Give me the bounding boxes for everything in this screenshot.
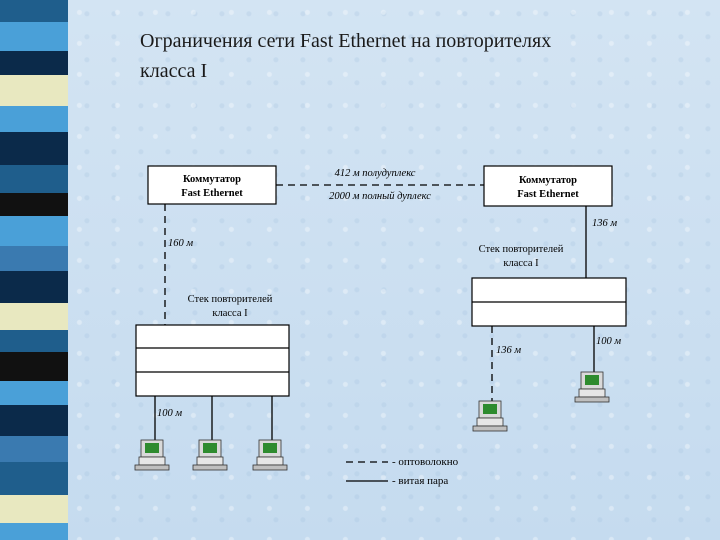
right-pc2-length-label: 100 м [596, 336, 621, 347]
decorative-stripe-bar [0, 0, 68, 540]
link-half-duplex-label: 412 м полудуплекс [335, 168, 416, 179]
switch-left-line1: Коммутатор [183, 174, 241, 185]
computer-icon [574, 371, 610, 403]
switch-left-line2: Fast Ethernet [181, 188, 243, 199]
legend: - оптоволокно - витая пара [346, 456, 459, 487]
stripe-segment [0, 523, 68, 540]
stripe-segment [0, 436, 68, 462]
stripe-segment [0, 303, 68, 330]
legend-twisted-pair-label: - витая пара [392, 475, 448, 487]
stripe-segment [0, 246, 68, 271]
right-pc1-length-label: 136 м [496, 345, 521, 356]
switch-right-line2: Fast Ethernet [517, 189, 579, 200]
left-stack-label-line2: класса I [212, 308, 248, 319]
slide-background [68, 0, 720, 540]
stripe-segment [0, 381, 68, 405]
stripe-segment [0, 22, 68, 51]
computer-icon [192, 439, 228, 471]
stripe-segment [0, 271, 68, 303]
legend-fiber-label: - оптоволокно [392, 456, 459, 468]
stripe-segment [0, 106, 68, 132]
switch-right-line1: Коммутатор [519, 175, 577, 186]
right-stack-label-line1: Стек повторителей [479, 244, 564, 255]
right-uplink-length-label: 136 м [592, 218, 617, 229]
right-stack-label-line2: класса I [503, 258, 539, 269]
stripe-segment [0, 216, 68, 246]
stripe-segment [0, 132, 68, 165]
left-stack-label-line1: Стек повторителей [188, 294, 273, 305]
stripe-segment [0, 352, 68, 381]
left-pc-length-label: 100 м [157, 408, 182, 419]
stripe-segment [0, 51, 68, 75]
computer-icon [252, 439, 288, 471]
left-repeater-stack [135, 324, 290, 397]
stripe-segment [0, 0, 68, 22]
stripe-segment [0, 75, 68, 106]
stripe-segment [0, 330, 68, 352]
left-uplink-length-label: 160 м [168, 238, 193, 249]
right-repeater-stack [471, 277, 627, 327]
stripe-segment [0, 462, 68, 495]
stripe-segment [0, 495, 68, 523]
switch-right: Коммутатор Fast Ethernet [483, 165, 613, 207]
slide-title: Ограничения сети Fast Ethernet на повтор… [140, 30, 552, 82]
computer-icon [134, 439, 170, 471]
link-full-duplex-label: 2000 м полный дуплекс [329, 191, 431, 202]
stripe-segment [0, 165, 68, 193]
switch-left: Коммутатор Fast Ethernet [147, 165, 277, 205]
stripe-segment [0, 405, 68, 436]
computer-icon [472, 400, 508, 432]
stripe-segment [0, 193, 68, 216]
